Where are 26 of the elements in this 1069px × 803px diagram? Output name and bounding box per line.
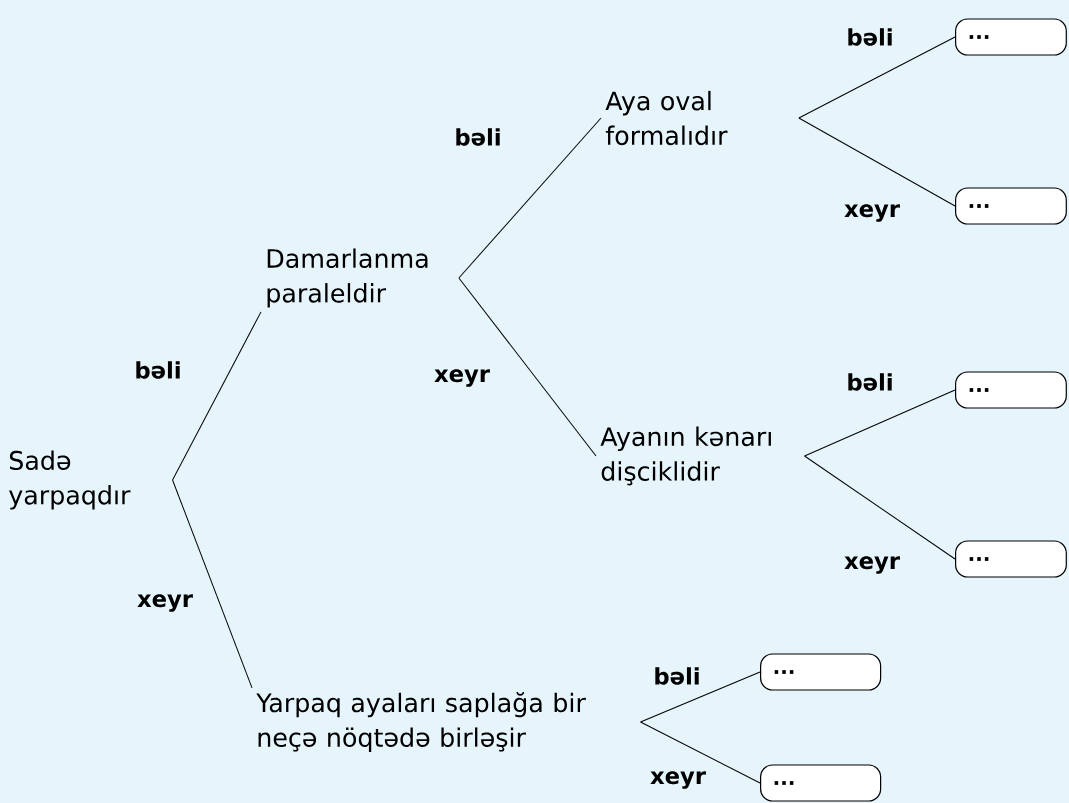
edge-label: bəli [845, 26, 895, 48]
question-text: Yarpaq ayaları saplağa bir neçə nöqtədə birləşir [256, 692, 586, 752]
answer-box: ... [760, 653, 882, 691]
edge-label: bəli [652, 665, 702, 687]
branch-line [458, 117, 602, 279]
branch-line [804, 389, 956, 457]
answer-box: ... [955, 187, 1067, 225]
answer-box: ... [955, 371, 1067, 409]
edge-label: bəli [453, 126, 503, 148]
branch-line [458, 277, 597, 457]
question-text: Ayanın kənarı dişciklidir [600, 426, 771, 486]
answer-box: ... [955, 540, 1067, 578]
branch-line [804, 455, 956, 560]
answer-box: ... [955, 18, 1067, 56]
edge-label: bəli [133, 359, 183, 381]
question-text: Sadə yarpaqdır [9, 450, 131, 510]
edge-label: bəli [845, 371, 895, 393]
branch-line [172, 311, 262, 481]
question-text: Damarlanma paraleldir [267, 248, 428, 308]
branch-line [172, 479, 253, 689]
answer-box: ... [760, 764, 882, 802]
branch-line [640, 671, 761, 723]
question-text: Aya oval formalıdır [605, 90, 728, 146]
branch-line [640, 721, 761, 784]
branch-line [798, 36, 956, 119]
branch-line [798, 117, 956, 207]
